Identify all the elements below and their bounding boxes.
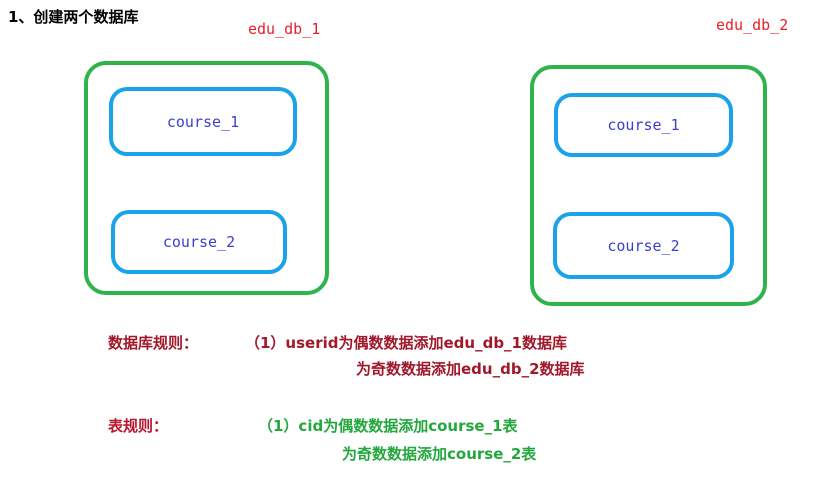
- db2-name-label: edu_db_2: [716, 16, 789, 34]
- table-rule-line-1: （1）cid为偶数数据添加course_1表: [258, 417, 518, 435]
- table-label: course_1: [166, 112, 240, 131]
- table-rule-line-2: 为奇数数据添加course_2表: [342, 445, 537, 463]
- table-label: course_2: [607, 236, 680, 255]
- db1-container: [84, 61, 329, 295]
- db1-name-label: edu_db_1: [248, 20, 321, 38]
- page-title: 1、创建两个数据库: [8, 8, 139, 26]
- table-rule-label: 表规则：: [108, 417, 169, 435]
- db2-table-course-1: course_1: [554, 93, 733, 157]
- db-rule-label: 数据库规则：: [108, 334, 199, 352]
- table-label: course_1: [607, 116, 680, 134]
- db-rule-line-2: 为奇数数据添加edu_db_2数据库: [356, 360, 585, 378]
- db2-table-course-2: course_2: [553, 212, 734, 279]
- table-label: course_2: [162, 233, 236, 251]
- db1-table-course-1: course_1: [109, 87, 297, 156]
- db-rule-line-1: （1）userid为偶数数据添加edu_db_1数据库: [245, 334, 567, 352]
- db2-container: [530, 65, 767, 306]
- db1-table-course-2: course_2: [111, 210, 287, 274]
